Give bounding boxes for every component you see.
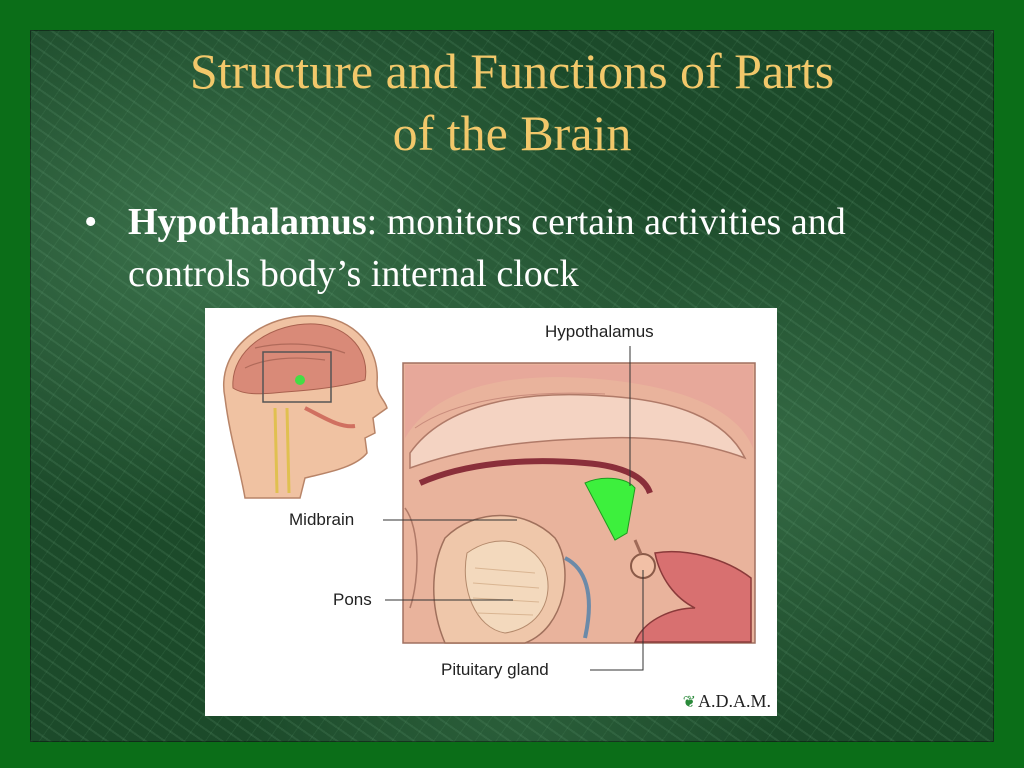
brain-figure: Hypothalamus Midbrain Pons Pituitary gla… xyxy=(205,308,777,716)
label-pituitary-gland: Pituitary gland xyxy=(441,660,549,679)
adam-logo: ❦A.D.A.M. xyxy=(683,691,771,712)
label-hypothalamus: Hypothalamus xyxy=(545,322,654,341)
label-pons: Pons xyxy=(333,590,372,609)
bullet-description: monitors certain activities and controls… xyxy=(128,201,846,295)
leaf-icon: ❦ xyxy=(682,694,696,711)
bullet-text: Hypothalamus: monitors certain activitie… xyxy=(128,196,948,300)
slide-title: Structure and Functions of Parts of the … xyxy=(60,40,964,164)
head-thumbnail xyxy=(222,315,388,499)
label-midbrain: Midbrain xyxy=(289,510,355,529)
leader-lines xyxy=(383,346,644,671)
bullet-separator: : xyxy=(366,201,378,243)
brain-illustration xyxy=(222,315,756,671)
brain-cross-section xyxy=(402,362,756,644)
bullet-dot-icon: • xyxy=(84,201,98,243)
bullet-term: Hypothalamus xyxy=(128,201,367,243)
bullet-item: • Hypothalamus: monitors certain activit… xyxy=(84,196,948,300)
title-line-2: of the Brain xyxy=(392,105,632,161)
logo-text: A.D.A.M. xyxy=(697,691,771,711)
title-line-1: Structure and Functions of Parts xyxy=(189,43,835,99)
